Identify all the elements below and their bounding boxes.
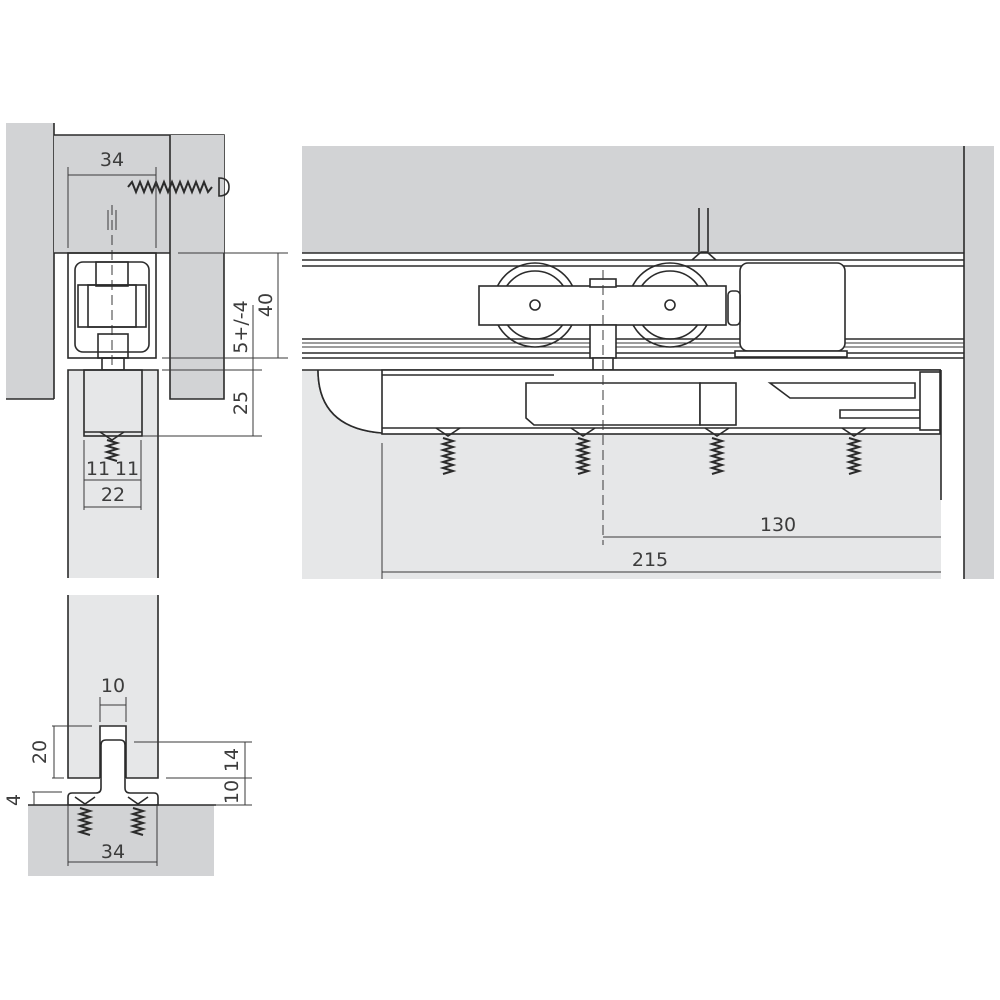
screw-icon xyxy=(841,427,867,475)
wall-jamb xyxy=(170,135,224,399)
dim-groove-depth: 20 xyxy=(29,740,51,764)
dim-half-left: 11 xyxy=(86,458,110,480)
dim-carriage-offset: 130 xyxy=(760,514,796,536)
door-hanger-block xyxy=(83,369,143,437)
screw-icon xyxy=(99,431,125,462)
screw-icon xyxy=(127,796,149,836)
damper-piston xyxy=(525,382,701,426)
dim-base-width: 34 xyxy=(101,841,125,863)
wall-right xyxy=(964,146,994,579)
dim-floor-offset: 4 xyxy=(3,794,25,806)
dim-guide-height-lower: 10 xyxy=(221,780,243,804)
door-leaf-side xyxy=(302,370,941,579)
dim-plate-length: 215 xyxy=(632,549,668,571)
screw-icon xyxy=(570,427,596,475)
screw-icon xyxy=(74,796,96,836)
dim-guide-height-upper: 14 xyxy=(221,748,243,772)
end-stop-block xyxy=(739,262,846,352)
door-leaf xyxy=(68,370,158,578)
dim-half-right: 11 xyxy=(115,458,139,480)
damper-housing xyxy=(381,369,941,435)
top-track-section-view: 34 40 5+/-4 25 xyxy=(6,123,288,578)
floor-guide xyxy=(67,739,159,806)
dim-groove-width: 10 xyxy=(101,675,125,697)
floor xyxy=(28,805,214,876)
dim-track-width: 34 xyxy=(100,149,124,171)
dim-door-gap: 25 xyxy=(230,391,252,415)
roller-carriage-side-view: 130 215 xyxy=(302,146,994,579)
dim-track-height: 40 xyxy=(255,293,277,317)
dim-door-thickness: 22 xyxy=(101,484,125,506)
wall-left xyxy=(6,123,54,399)
ceiling xyxy=(302,146,964,253)
dim-adjustment: 5+/-4 xyxy=(230,300,252,353)
floor-guide-section-view: 10 20 4 14 10 34 xyxy=(3,595,252,876)
screw-icon xyxy=(127,177,230,197)
screw-icon xyxy=(435,427,461,475)
screw-icon xyxy=(704,427,730,475)
